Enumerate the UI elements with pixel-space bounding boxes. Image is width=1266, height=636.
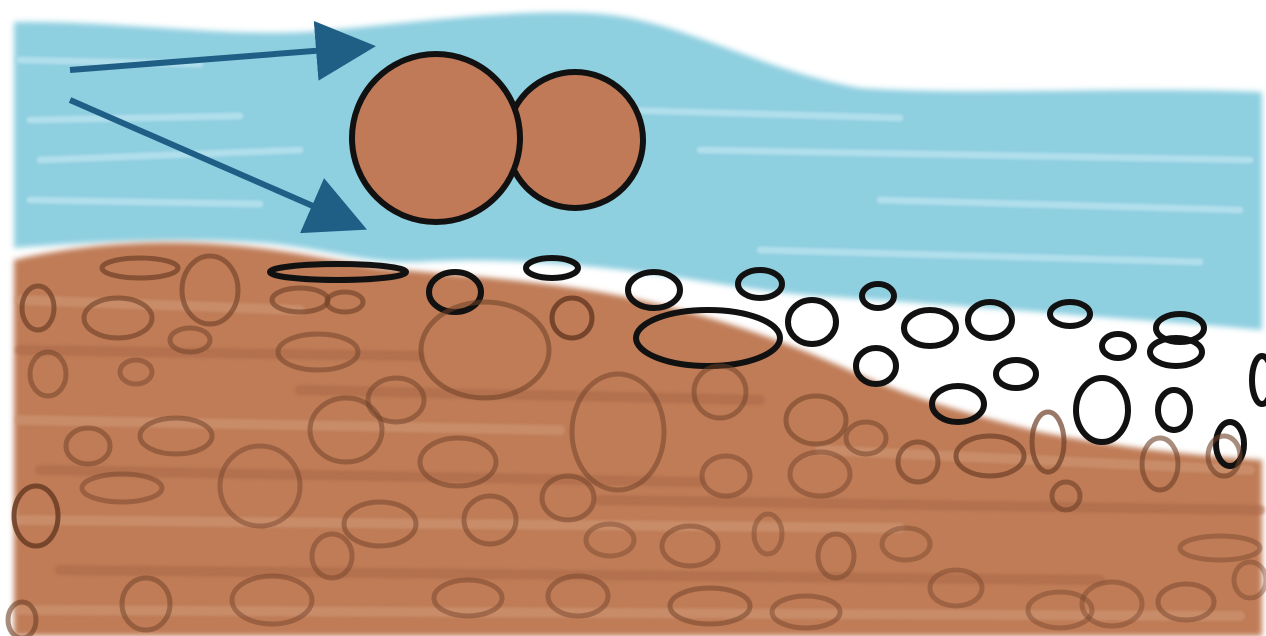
- water-streak: [30, 200, 260, 204]
- suspended-grain-left: [352, 54, 520, 222]
- sediment-streak: [20, 610, 1240, 616]
- water-streak: [30, 116, 240, 120]
- suspended-grains: [352, 54, 643, 222]
- suspended-grain-right: [507, 72, 643, 208]
